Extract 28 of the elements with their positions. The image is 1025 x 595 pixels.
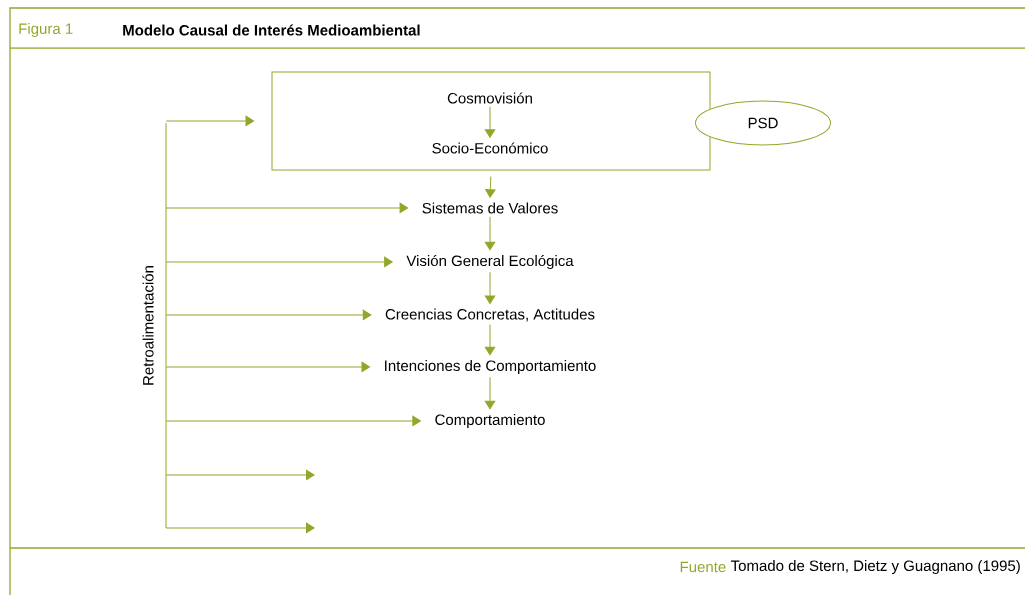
concept-text: Intenciones de Comportamiento xyxy=(385,360,596,374)
figure-number: Figura 1 xyxy=(19,23,73,37)
arrow xyxy=(484,216,496,251)
concept-text: Comportamiento xyxy=(435,414,545,428)
concept-text: Socio-Económico xyxy=(432,142,548,154)
arrow xyxy=(484,376,496,410)
concept-text: Creencias Concretas, Actitudes xyxy=(385,308,595,322)
group-box xyxy=(271,71,711,171)
arrow xyxy=(165,309,372,321)
concept-text: Sistemas de Valores xyxy=(422,202,558,214)
arrow xyxy=(165,469,315,481)
arrow xyxy=(165,361,371,373)
source-caption: Tomado de Stern, Dietz y Guagnano (1995) xyxy=(730,560,1020,574)
concept-text: Visión General Ecológica xyxy=(406,254,574,270)
arrow xyxy=(484,271,496,304)
arrow xyxy=(485,176,496,198)
arrow xyxy=(484,106,496,138)
source-label: Fuente xyxy=(680,561,726,573)
concept-text: Cosmovisión xyxy=(447,92,532,104)
arrow xyxy=(165,256,393,268)
arrow xyxy=(165,522,315,534)
rotated-label: Retroalimentación xyxy=(142,122,167,529)
arrow xyxy=(165,202,409,214)
arrow xyxy=(484,324,496,356)
figure-title: Modelo Causal de Interés Medioambiental xyxy=(123,24,420,36)
arrow xyxy=(165,415,421,427)
arrow xyxy=(165,115,255,127)
oval-box: PSD xyxy=(695,100,831,146)
